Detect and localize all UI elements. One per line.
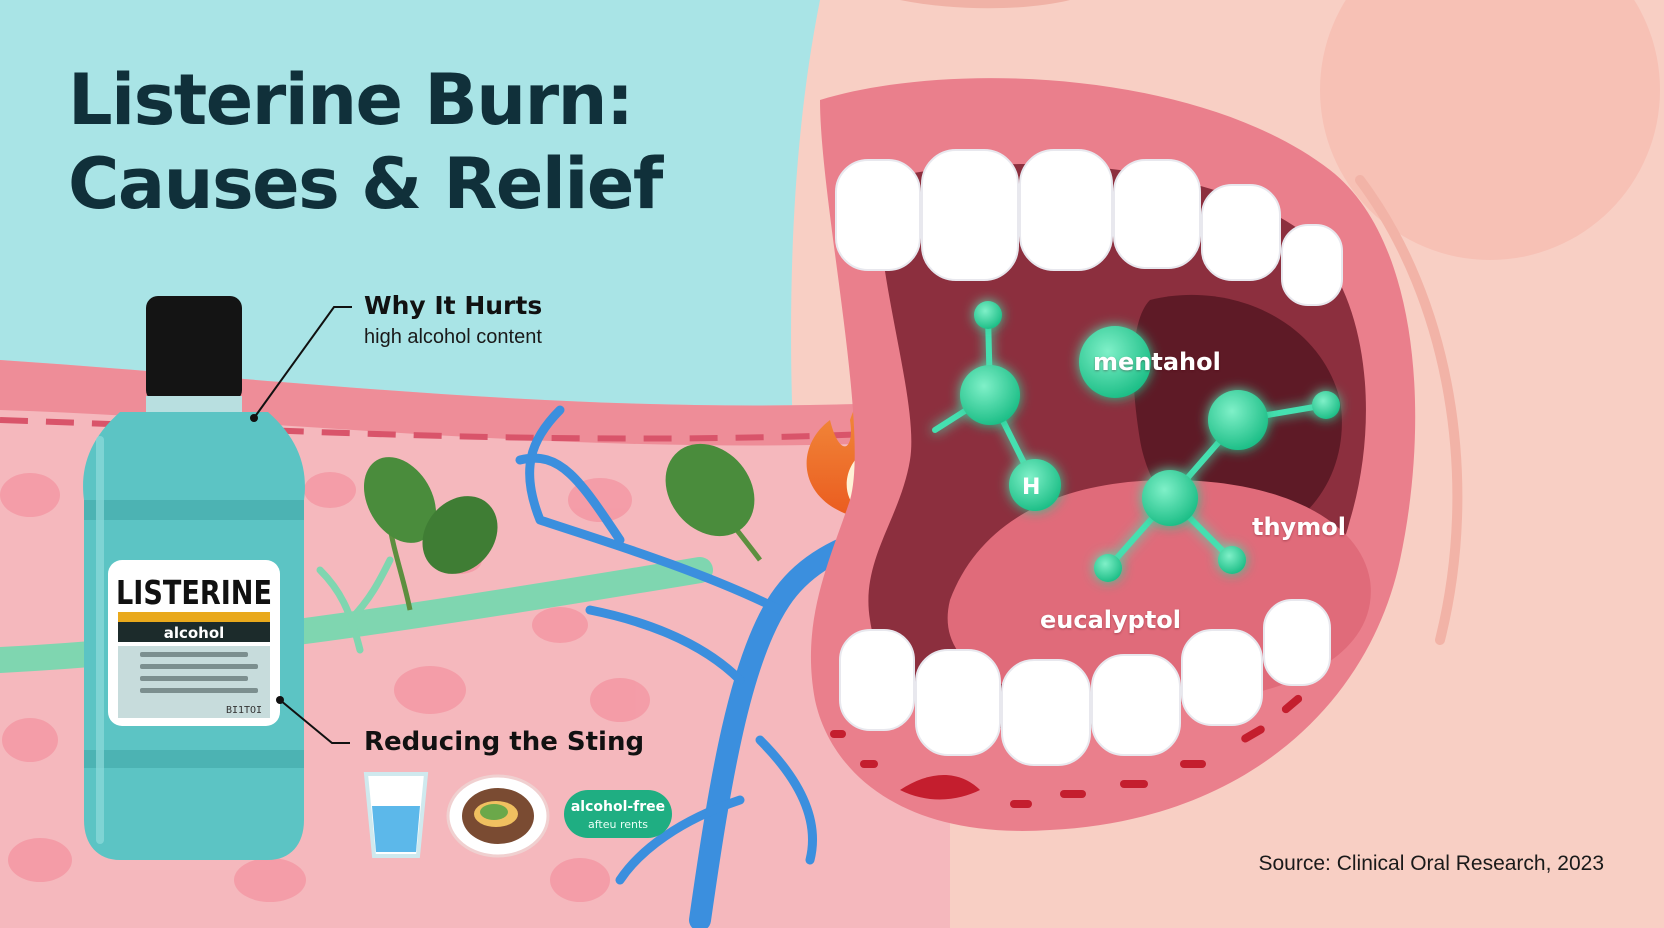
page-title: Listerine Burn: Causes & Relief [68,58,663,226]
reducing-sting-heading: Reducing the Sting [364,727,645,757]
gum-irritation [830,694,1303,808]
leaf-left-icon [363,457,498,611]
menthol-label: mentahol [1093,348,1221,376]
bottle-cap [146,296,242,402]
atom [1312,391,1340,419]
why-it-hurts-subtitle: high alcohol content [364,326,542,348]
atom [1094,554,1122,582]
cheek-line [1355,175,1463,645]
bottle-brand-text: LISTERINE [116,573,272,612]
alcohol-free-pill-icon: alcohol-free afteu rents [564,790,672,838]
atom [1208,390,1268,450]
why-it-hurts-heading: Why It Hurts [364,291,543,320]
atom-h-label: H [1022,475,1040,500]
title-line-1: Listerine Burn: [68,59,634,141]
water-glass-icon [363,772,429,858]
bottle-variant-text: alcohol [164,624,225,642]
atom [1009,459,1061,511]
blue-nerve-branches [515,405,818,885]
eucalyptol-label: eucalyptol [1040,606,1182,634]
atom [1079,326,1151,398]
upper-teeth [835,149,1343,306]
cheek-blush [1320,0,1660,260]
atom [1142,470,1198,526]
bottle-code-text: BI1TOI [226,705,262,716]
food-plate-icon [446,774,550,858]
atom [960,365,1020,425]
thymol-label: thymol [1252,513,1346,541]
atom [974,301,1002,329]
green-sprig [316,556,394,654]
molecule-atoms [960,301,1340,582]
nose-shadow [900,0,1070,9]
label-fine-print [140,652,258,693]
lower-teeth [839,599,1331,766]
atom [1218,546,1246,574]
title-line-2: Causes & Relief [68,143,663,225]
alcohol-free-line1: alcohol-free [571,799,665,815]
callout-lines [253,306,352,744]
listerine-bottle: LISTERINE alcohol BI1TOI [83,296,305,860]
tissue-dash-line [0,417,951,442]
alcohol-free-line2: afteu rents [588,818,648,831]
source-citation: Source: Clinical Oral Research, 2023 [1258,852,1605,875]
leaf-mid-icon [665,443,762,562]
